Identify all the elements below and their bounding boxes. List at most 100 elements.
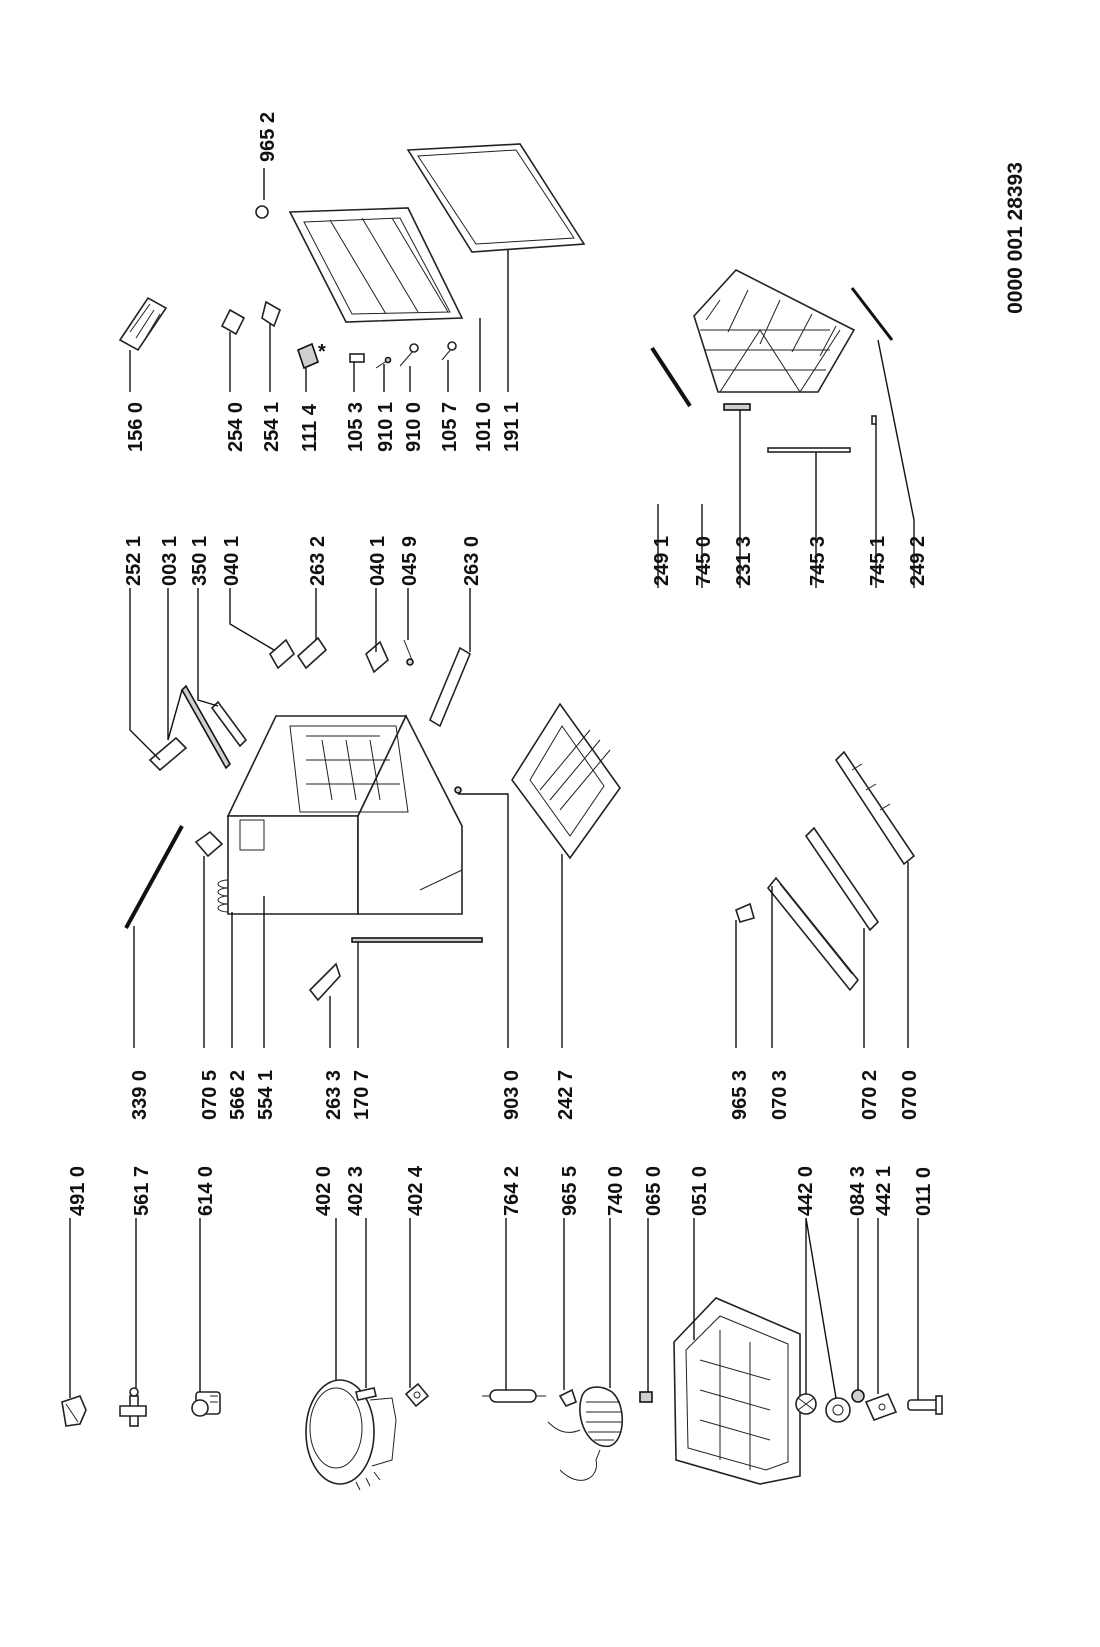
illustration-051-0 xyxy=(673,1297,801,1485)
label-051-0: 051 0 xyxy=(689,1166,711,1216)
illustration-910-0 xyxy=(399,343,419,367)
label-402-4: 402 4 xyxy=(405,1165,427,1216)
label-040-1-upper: 040 1 xyxy=(221,536,243,586)
document-number: 0000 001 28393 xyxy=(1004,162,1027,314)
label-561-7: 561 7 xyxy=(131,1166,153,1216)
label-402-0: 402 0 xyxy=(313,1166,335,1216)
illustration-614-0 xyxy=(191,1391,221,1417)
illustration-242-7 xyxy=(511,702,621,860)
label-249-1: 249 1 xyxy=(651,536,673,586)
asterisk-mark: * xyxy=(318,341,326,363)
illustration-156-0 xyxy=(118,296,168,352)
labels-right-middle-column: 252 1 003 1 350 1 040 1 263 2 040 1 045 … xyxy=(123,536,929,586)
illustration-070-3 xyxy=(766,876,860,992)
illustration-965-2 xyxy=(255,205,269,219)
illustration-105-3 xyxy=(349,353,365,363)
label-965-5: 965 5 xyxy=(559,1166,581,1216)
label-263-3: 263 3 xyxy=(323,1070,345,1120)
label-242-7: 242 7 xyxy=(555,1070,577,1120)
illustration-745-1 xyxy=(871,415,877,425)
illustration-011-0 xyxy=(907,1395,943,1415)
label-070-0: 070 0 xyxy=(899,1070,921,1120)
illustration-111-4 xyxy=(297,342,319,370)
labels-middle-column: 339 0 070 5 566 2 554 1 263 3 170 7 903 … xyxy=(129,1070,921,1120)
illustration-491-0 xyxy=(61,1395,87,1427)
label-231-3: 231 3 xyxy=(733,536,755,586)
illustration-084-3 xyxy=(851,1389,865,1403)
illustration-101-0 xyxy=(288,207,464,323)
illustration-065-0 xyxy=(639,1391,653,1403)
illustration-045-9 xyxy=(403,639,414,666)
label-491-0: 491 0 xyxy=(67,1166,89,1216)
illustration-350-1 xyxy=(210,700,248,748)
label-249-2: 249 2 xyxy=(907,536,929,586)
label-350-1: 350 1 xyxy=(189,536,211,586)
label-070-2: 070 2 xyxy=(859,1070,881,1120)
label-263-2: 263 2 xyxy=(307,536,329,586)
label-442-0: 442 0 xyxy=(795,1166,817,1216)
illustration-965-3 xyxy=(735,902,755,923)
illustration-191-1 xyxy=(406,143,586,253)
label-254-1: 254 1 xyxy=(261,402,283,452)
label-170-7: 170 7 xyxy=(351,1070,373,1120)
label-263-0: 263 0 xyxy=(461,536,483,586)
illustration-442-0 xyxy=(795,1393,851,1423)
label-745-1: 745 1 xyxy=(867,536,889,586)
label-191-1: 191 1 xyxy=(501,402,523,452)
labels-left-column: 491 0 561 7 614 0 402 0 402 3 402 4 764 … xyxy=(67,1165,935,1216)
label-252-1: 252 1 xyxy=(123,536,145,586)
illustration-740-0 xyxy=(547,1386,623,1481)
label-003-1: 003 1 xyxy=(159,536,181,586)
illustration-070-2 xyxy=(804,826,880,932)
illustration-263-2 xyxy=(296,636,328,670)
illustration-070-0 xyxy=(834,750,916,866)
label-910-0: 910 0 xyxy=(403,402,425,452)
label-065-0: 065 0 xyxy=(643,1166,665,1216)
illustration-070-5 xyxy=(194,830,224,858)
label-740-0: 740 0 xyxy=(605,1166,627,1216)
illustration-254-1 xyxy=(261,300,281,328)
illustration-040-1-upper xyxy=(268,638,296,670)
illustration-965-5 xyxy=(558,1388,577,1407)
label-105-3: 105 3 xyxy=(345,402,367,452)
illustration-249-2 xyxy=(850,287,894,341)
label-442-1: 442 1 xyxy=(873,1166,895,1216)
label-965-2: 965 2 xyxy=(257,112,279,162)
illustration-745-3 xyxy=(767,447,851,453)
label-339-0: 339 0 xyxy=(129,1070,151,1120)
illustration-040-1-lower xyxy=(365,640,389,674)
illustration-252-1 xyxy=(148,736,188,772)
label-070-5: 070 5 xyxy=(199,1070,221,1120)
label-745-0: 745 0 xyxy=(693,536,715,586)
illustration-764-2 xyxy=(482,1389,546,1403)
label-045-9: 045 9 xyxy=(399,536,421,586)
label-903-0: 903 0 xyxy=(501,1070,523,1120)
label-910-1: 910 1 xyxy=(375,402,397,452)
illustration-402-4 xyxy=(404,1382,430,1408)
label-101-0: 101 0 xyxy=(473,402,495,452)
label-764-2: 764 2 xyxy=(501,1166,523,1216)
label-070-3: 070 3 xyxy=(769,1070,791,1120)
label-156-0: 156 0 xyxy=(125,402,147,452)
label-084-3: 084 3 xyxy=(847,1166,869,1216)
label-566-2: 566 2 xyxy=(227,1070,249,1120)
illustration-254-0 xyxy=(220,308,246,336)
label-614-0: 614 0 xyxy=(195,1166,217,1216)
illustration-339-0 xyxy=(124,825,184,929)
label-011-0: 011 0 xyxy=(913,1167,935,1216)
label-745-3: 745 3 xyxy=(807,536,829,586)
illustration-910-1 xyxy=(375,356,392,369)
illustration-263-0 xyxy=(428,646,472,728)
illustration-402-0 xyxy=(305,1379,397,1491)
label-040-1-lower: 040 1 xyxy=(367,536,389,586)
illustration-cabinet xyxy=(226,714,463,915)
illustration-263-3 xyxy=(308,962,341,1002)
leader-lines xyxy=(69,168,919,1400)
illustration-745-0 xyxy=(693,269,856,393)
illustration-249-1 xyxy=(650,346,692,408)
labels-right-column: 156 0 254 0 254 1 111 4 105 3 910 1 910 … xyxy=(125,112,523,452)
illustration-231-3 xyxy=(723,403,751,411)
label-402-3: 402 3 xyxy=(345,1166,367,1216)
illustration-402-3 xyxy=(355,1387,377,1401)
illustration-903-0 xyxy=(454,786,462,794)
